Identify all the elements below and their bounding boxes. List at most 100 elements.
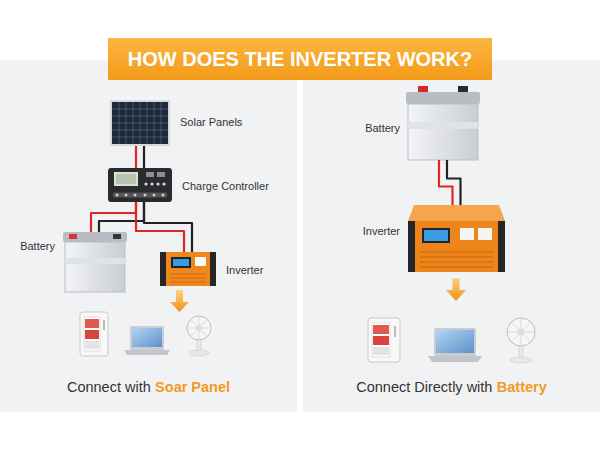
- cable: [439, 160, 461, 205]
- fan-icon-part: [189, 350, 209, 356]
- fan-icon-part: [196, 325, 202, 331]
- component: Battery: [408, 86, 478, 160]
- panel-caption: Connect Directly withBattery: [303, 376, 600, 398]
- fridge-icon-part: [368, 318, 400, 362]
- inverter-illustration-part: [478, 228, 492, 240]
- red-wire: [135, 146, 137, 168]
- fridge-icon-part: [85, 330, 99, 339]
- charge-controller-illustration-part: [157, 172, 165, 177]
- inverter-illustration-part: [408, 221, 505, 272]
- charge-controller-illustration-part: [108, 168, 172, 202]
- black-wire: [99, 202, 144, 232]
- component-label: Solar Panels: [180, 116, 242, 129]
- black-wire: [447, 160, 461, 205]
- component-label: Inverter: [226, 264, 263, 277]
- battery-illustration: [406, 86, 480, 160]
- battery-illustration-part: [65, 242, 125, 292]
- fan-icon-part: [187, 316, 211, 340]
- fridge-icon-part: [373, 347, 389, 355]
- component: Inverter: [160, 252, 216, 286]
- component: Battery: [63, 232, 127, 292]
- charge-controller-illustration-part: [162, 194, 165, 197]
- caption-text: Soar Panel: [155, 379, 230, 395]
- fridge-icon-part: [394, 326, 396, 337]
- component-label: Battery: [20, 240, 55, 253]
- title-banner: HOW DOES THE INVERTER WORK?: [108, 38, 492, 80]
- solar-panel-illustration-part: [112, 102, 168, 144]
- cable: [136, 202, 192, 252]
- red-wire: [439, 160, 453, 205]
- solar-panel-illustration-part: [112, 102, 168, 144]
- inverter-illustration-part: [160, 252, 216, 286]
- fridge-icon-part: [373, 325, 389, 334]
- battery-illustration-part: [458, 86, 468, 93]
- cable: [136, 146, 144, 168]
- battery-illustration-part: [69, 234, 77, 239]
- component-label: Inverter: [363, 225, 400, 238]
- battery-illustration-part: [113, 234, 121, 239]
- panel-caption: Connect withSoar Panel: [0, 376, 297, 398]
- component: Inverter: [408, 205, 505, 272]
- inverter-illustration-part: [420, 252, 494, 267]
- component-name: Battery: [365, 122, 400, 135]
- fridge-icon: [80, 312, 108, 356]
- fan-icon-part: [518, 329, 525, 336]
- fridge-icon-part: [85, 319, 99, 328]
- charge-controller-illustration-part: [113, 193, 167, 198]
- laptop-icon-part: [436, 330, 474, 353]
- inverter-illustration-part: [173, 259, 189, 266]
- component: Solar Panels: [110, 100, 170, 146]
- fridge-icon-part: [85, 341, 99, 349]
- panel-ground: [303, 60, 600, 412]
- laptop-icon-part: [132, 328, 162, 347]
- charge-controller-illustration-part: [116, 194, 119, 197]
- laptop-icon: [124, 326, 170, 355]
- caption-text: Connect Directly with: [356, 379, 492, 395]
- fridge-icon-part: [373, 336, 389, 345]
- fridge-icon-part: [84, 317, 100, 351]
- inverter-illustration-part: [408, 205, 505, 221]
- solar-panel-illustration-part: [110, 100, 170, 146]
- inverter-illustration-part: [160, 252, 166, 286]
- laptop-icon-part: [130, 326, 164, 350]
- laptop-icon-part: [124, 350, 170, 355]
- laptop-icon-part: [434, 328, 476, 356]
- charge-controller-illustration-part: [134, 194, 137, 197]
- inverter-illustration-part: [424, 230, 448, 241]
- inverter-illustration-part: [195, 257, 206, 266]
- battery-illustration-part: [408, 122, 478, 129]
- battery-illustration: [63, 232, 127, 292]
- fan-icon: [187, 316, 211, 356]
- charge-controller-illustration-part: [153, 194, 156, 197]
- inverter-illustration-part: [170, 274, 206, 282]
- charge-controller-illustration-part: [156, 182, 159, 185]
- battery-illustration-part: [63, 232, 127, 242]
- fan-icon-part: [510, 357, 532, 363]
- inverter-illustration-part: [210, 252, 216, 286]
- inverter-illustration: [408, 205, 505, 272]
- panel: Connect Directly withBatteryBatteryInver…: [303, 60, 600, 412]
- title-text: HOW DOES THE INVERTER WORK?: [128, 48, 472, 70]
- battery-illustration-part: [418, 86, 428, 93]
- panel: Connect withSoar Panel Solar PanelsCharge…: [0, 60, 297, 412]
- component-label: Battery: [365, 122, 400, 135]
- inverter-illustration-part: [408, 221, 415, 272]
- component-name: Inverter: [226, 264, 263, 277]
- component-name: Inverter: [363, 225, 400, 238]
- battery-illustration-part: [408, 104, 478, 160]
- charge-controller-illustration-part: [125, 194, 128, 197]
- black-wire: [143, 146, 145, 168]
- output-arrow-part: [446, 278, 466, 301]
- red-wire: [91, 202, 136, 232]
- inverter-illustration-part: [460, 228, 474, 240]
- component-name: Charge Controller: [182, 180, 269, 193]
- component-name: Solar Panels: [180, 116, 242, 129]
- charge-controller-illustration-part: [146, 172, 154, 177]
- output-arrow: [170, 290, 189, 312]
- fan-icon: [507, 318, 535, 363]
- panel-ground: [0, 60, 297, 412]
- inverter-illustration-part: [422, 228, 450, 243]
- fridge-icon-part: [103, 320, 105, 330]
- output-arrow-part: [170, 290, 189, 312]
